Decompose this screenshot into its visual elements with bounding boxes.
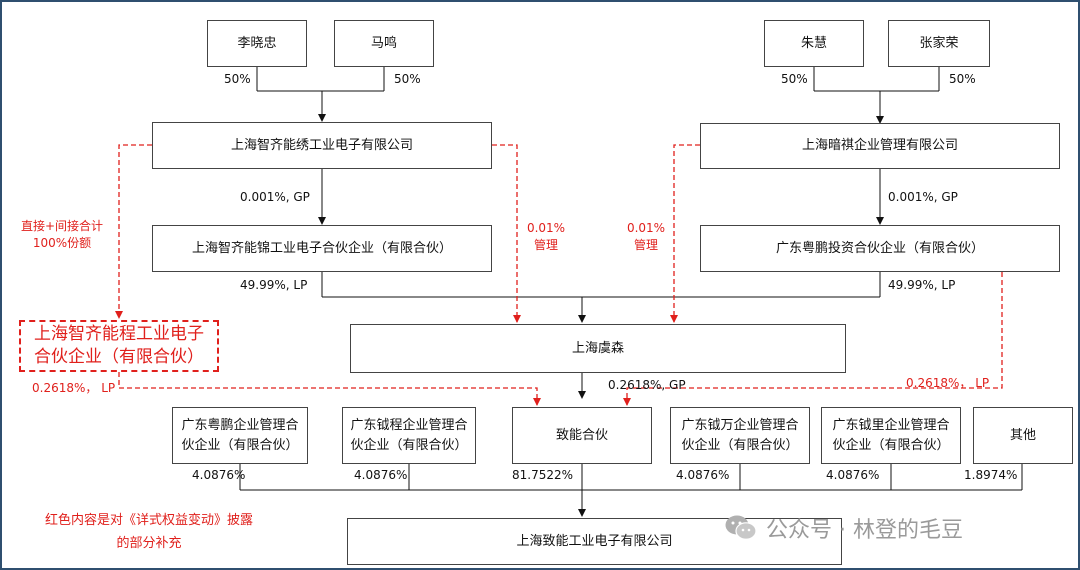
nengjin-lp-pct: 49.99%, LP (240, 278, 308, 292)
red-note-nengcheng-lp: 0.2618%， LP (32, 381, 116, 395)
red-note-mgmt-left: 0.01% 管理 (520, 220, 572, 255)
company-zhiqi-nengxiu-label: 上海智齐能绣工业电子有限公司 (230, 137, 413, 153)
partnership-yuepeng-touzi: 广东粤鹏投资合伙企业（有限合伙） (700, 225, 1060, 272)
red-connector-nengxiu-to-nengcheng (115, 144, 152, 319)
partnership-yucheng-line2: 伙企业（有限合伙） (350, 437, 468, 453)
watermark: 公众号 · 林登的毛豆 (724, 508, 963, 548)
red-note-direct-indirect: 直接+间接合计 100%份额 (8, 218, 116, 253)
company-target: 上海致能工业电子有限公司 (347, 518, 842, 565)
partnership-yucheng: 广东钺程企业管理合 伙企业（有限合伙） (342, 407, 476, 464)
red-connector-nengcheng-to-zhineng (118, 372, 541, 406)
partnership-zhiqi-nengcheng-line2: 合伙企业（有限合伙） (34, 347, 204, 367)
zhang-share-pct: 50% (949, 72, 976, 86)
red-footnote: 红色内容是对《详式权益变动》披露 的部分补充 (14, 510, 284, 556)
zhineng-pct: 81.7522% (512, 468, 574, 482)
company-anqi-label: 上海暗祺企业管理有限公司 (801, 138, 958, 154)
shareholder-zhang-jiarong-label: 张家荣 (919, 35, 959, 51)
shareholder-others-label: 其他 (1009, 427, 1036, 443)
partnership-yuwan: 广东钺万企业管理合 伙企业（有限合伙） (670, 407, 810, 464)
partnership-yuwan-line1: 广东钺万企业管理合 (681, 418, 799, 433)
red-note-mgmt-right-pct: 0.01% (626, 221, 666, 235)
yuli-pct: 4.0876% (826, 468, 880, 482)
red-note-mgmt-left-pct: 0.01% (526, 221, 566, 235)
yuepeng-gp-pct: 0.001%, GP (888, 190, 958, 204)
partnership-zhiqi-nengjin-label: 上海智齐能锦工业电子合伙企业（有限合伙） (191, 240, 452, 256)
yuwan-pct: 4.0876% (676, 468, 730, 482)
shareholder-ma-ming: 马鸣 (334, 20, 434, 67)
company-anqi: 上海暗祺企业管理有限公司 (700, 123, 1060, 169)
wechat-icon (725, 515, 757, 540)
shareholder-others: 其他 (973, 407, 1073, 464)
red-footnote-line1: 红色内容是对《详式权益变动》披露 (44, 513, 253, 528)
red-footnote-line2: 的部分补充 (116, 535, 182, 551)
yucheng-pct: 4.0876% (354, 468, 408, 482)
ma-share-pct: 50% (394, 72, 421, 86)
red-note-mgmt-right-label: 管理 (633, 238, 658, 253)
red-note-mgmt-right: 0.01% 管理 (620, 220, 672, 255)
shareholder-zhang-jiarong: 张家荣 (888, 20, 990, 67)
partnership-yuwan-line2: 伙企业（有限合伙） (681, 437, 799, 453)
partnership-zhiqi-nengcheng-line1: 上海智齐能程工业电子 (34, 324, 204, 345)
watermark-text: 公众号 · 林登的毛豆 (766, 518, 963, 543)
yuepeng-lp-pct: 49.99%, LP (888, 278, 956, 292)
partnership-yuli-line2: 伙企业（有限合伙） (832, 437, 950, 453)
red-connector-nengxiu-to-yusen (492, 144, 521, 323)
red-connector-anqi-to-yusen (670, 144, 700, 323)
company-zhiqi-nengxiu: 上海智齐能绣工业电子有限公司 (152, 122, 492, 169)
shareholder-zhu-hui: 朱慧 (764, 20, 864, 67)
shareholder-li-xiaozhong: 李晓忠 (207, 20, 307, 67)
company-shanghai-yusen-label: 上海虞森 (571, 340, 624, 356)
partnership-yuepeng-touzi-label: 广东粤鹏投资合伙企业（有限合伙） (775, 240, 984, 256)
partnership-yuli: 广东钺里企业管理合 伙企业（有限合伙） (821, 407, 961, 464)
li-share-pct: 50% (224, 72, 251, 86)
company-shanghai-yusen: 上海虞森 (350, 324, 846, 373)
partnership-yuepeng-qiye-line2: 伙企业（有限合伙） (181, 437, 299, 453)
partnership-zhiqi-nengcheng: 上海智齐能程工业电子 合伙企业（有限合伙） (19, 320, 219, 372)
partnership-zhineng: 致能合伙 (512, 407, 652, 464)
partnership-yuepeng-qiye-line1: 广东粤鹏企业管理合 (181, 418, 299, 433)
partnership-yucheng-line1: 广东钺程企业管理合 (350, 418, 468, 433)
yusen-gp-pct: 0.2618%, GP (608, 378, 686, 392)
nengjin-gp-pct: 0.001%, GP (240, 190, 310, 204)
red-note-mgmt-left-label: 管理 (533, 238, 558, 253)
shareholder-zhu-hui-label: 朱慧 (800, 35, 827, 51)
red-connector-yuepeng-to-zhineng (623, 272, 1003, 406)
red-note-direct-indirect-line2: 100%份额 (32, 236, 92, 251)
partnership-zhineng-label: 致能合伙 (555, 427, 608, 443)
shareholder-ma-ming-label: 马鸣 (370, 35, 397, 51)
others-pct: 1.8974% (964, 468, 1018, 482)
red-note-right-lp: 0.2618%， LP (906, 376, 990, 390)
partnership-yuepeng-qiye: 广东粤鹏企业管理合 伙企业（有限合伙） (172, 407, 308, 464)
yuepeng-qiye-pct: 4.0876% (192, 468, 246, 482)
partnership-yuli-line1: 广东钺里企业管理合 (832, 418, 950, 433)
partnership-zhiqi-nengjin: 上海智齐能锦工业电子合伙企业（有限合伙） (152, 225, 492, 272)
shareholder-li-xiaozhong-label: 李晓忠 (237, 35, 277, 51)
red-note-direct-indirect-line1: 直接+间接合计 (20, 219, 104, 233)
zhu-share-pct: 50% (781, 72, 808, 86)
company-target-label: 上海致能工业电子有限公司 (516, 533, 673, 549)
